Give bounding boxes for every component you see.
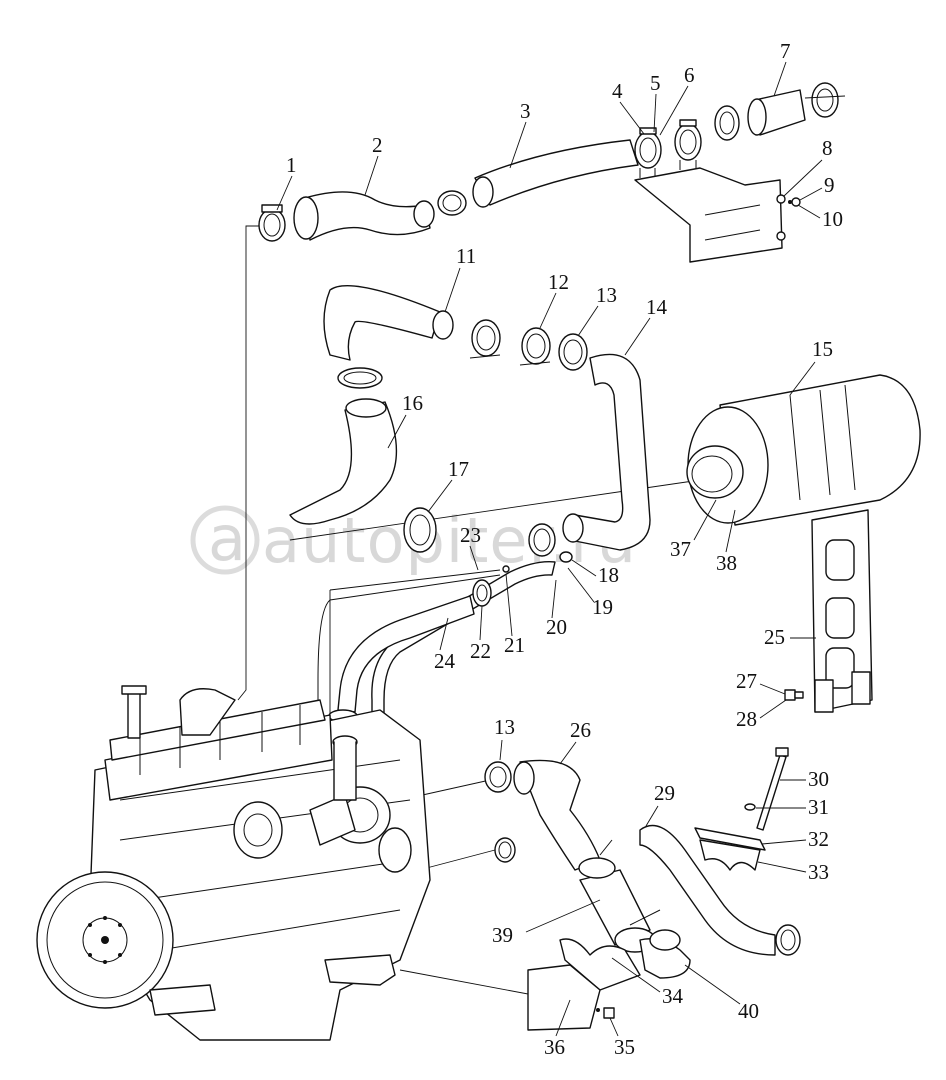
callout-27: 27: [736, 669, 757, 693]
callout-23: 23: [460, 523, 481, 547]
callout-7: 7: [780, 39, 791, 63]
callout-33: 33: [808, 860, 829, 884]
callout-13: 13: [596, 283, 617, 307]
clamp-22: [472, 579, 492, 607]
clamp-13-lower: [484, 761, 512, 793]
bolt-27-28: [784, 689, 804, 701]
callout-37: 37: [670, 537, 691, 561]
callout-19: 19: [592, 595, 613, 619]
clamp-26: [494, 837, 516, 863]
callout-17: 17: [448, 457, 469, 481]
callout-1: 1: [286, 153, 297, 177]
callout-14: 14: [646, 295, 668, 319]
hose-2: [293, 191, 435, 241]
clamp-13-top: [558, 333, 588, 371]
air-cleaner-15: [686, 374, 921, 526]
callout-8: 8: [822, 136, 833, 160]
bolt-35: [596, 1007, 615, 1019]
callout-6: 6: [684, 63, 695, 87]
washer-31: [744, 803, 756, 811]
callout-3: 3: [520, 99, 531, 123]
callout-10: 10: [822, 207, 843, 231]
callout-36: 36: [544, 1035, 565, 1059]
clamp-14-lower: [528, 523, 556, 557]
callout-2: 2: [372, 133, 383, 157]
clamps-4-6: [634, 119, 702, 178]
saddle-34: [559, 938, 641, 991]
callout-29: 29: [654, 781, 675, 805]
pipe-29: [639, 824, 801, 956]
engine-mount: [149, 954, 396, 1016]
clamp-2-3: [437, 190, 467, 216]
callout-38: 38: [716, 551, 737, 575]
callout-20: 20: [546, 615, 567, 639]
callout-22: 22: [470, 639, 491, 663]
flywheel: [36, 871, 174, 1009]
callout-28: 28: [736, 707, 757, 731]
pipe-11: [323, 284, 454, 389]
elbow-40: [639, 929, 691, 979]
svg-text:a: a: [208, 502, 247, 575]
callout-40: 40: [738, 999, 759, 1023]
hose-14: [562, 353, 651, 551]
callout-25: 25: [764, 625, 785, 649]
fitting-21: [502, 565, 510, 573]
callout-21: 21: [504, 633, 525, 657]
callout-11: 11: [456, 244, 476, 268]
hose-16: [289, 398, 398, 525]
callout-32: 32: [808, 827, 829, 851]
callout-15: 15: [812, 337, 833, 361]
callout-13-lower: 13: [494, 715, 515, 739]
plate-25: [811, 509, 873, 713]
elbow-26: [513, 759, 601, 871]
engine: [89, 685, 431, 1041]
clip-18: [559, 551, 573, 563]
callout-4: 4: [612, 79, 623, 103]
callout-34: 34: [662, 984, 684, 1008]
callout-18: 18: [598, 563, 619, 587]
callout-30: 30: [808, 767, 829, 791]
callout-9: 9: [824, 173, 835, 197]
pipe-7: [714, 82, 846, 141]
callout-31: 31: [808, 795, 829, 819]
callout-35: 35: [614, 1035, 635, 1059]
callout-12: 12: [548, 270, 569, 294]
clamp-1: [258, 204, 286, 242]
bolt-9-10: [788, 197, 801, 207]
bracket-36: [527, 964, 601, 1031]
clamps-12: [469, 319, 551, 366]
callouts: 1 2 3 4 5 6 7 8 9 10 11 12 13 14 15 16 1…: [276, 39, 843, 1059]
callout-26: 26: [570, 718, 591, 742]
saddle-32-33: [694, 827, 766, 871]
hose-3: [472, 139, 639, 208]
callout-5: 5: [650, 71, 661, 95]
callout-39: 39: [492, 923, 513, 947]
bracket-8: [634, 167, 786, 263]
bolt-30: [756, 747, 789, 831]
clamp-17: [403, 507, 437, 553]
callout-24: 24: [434, 649, 456, 673]
callout-16: 16: [402, 391, 423, 415]
